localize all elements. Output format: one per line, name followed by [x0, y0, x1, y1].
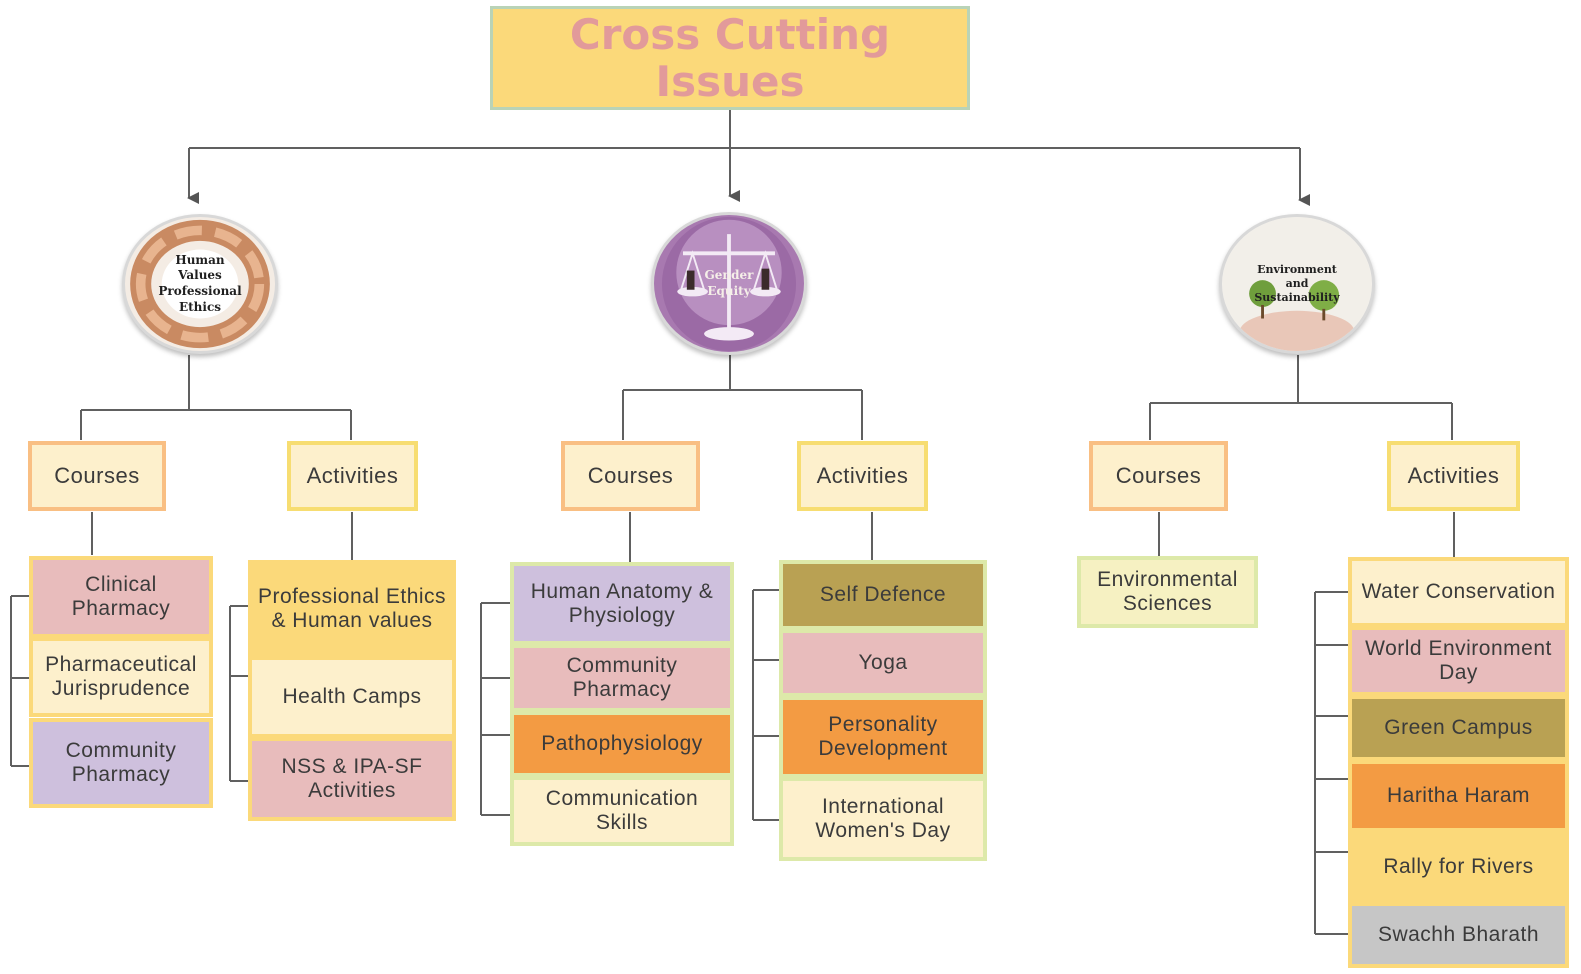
branch2-courses-header: Courses	[561, 441, 700, 511]
branch2-course-item: Pathophysiology	[510, 711, 734, 777]
scales-graphic	[661, 216, 797, 352]
hands-circle-icon: Human Values Professional Ethics	[122, 214, 278, 354]
branch2-activities-header: Activities	[797, 441, 928, 511]
branch2-activity-item: Personality Development	[779, 696, 987, 778]
branch1-courses-header: Courses	[28, 441, 166, 511]
branch3-courses-header: Courses	[1089, 441, 1228, 511]
branch2-course-item: Human Anatomy & Physiology	[510, 562, 734, 645]
branch1-activity-item: NSS & IPA-SF Activities	[248, 737, 456, 821]
branch1-course-item: Pharmaceutical Jurisprudence	[29, 637, 213, 717]
branch3-activity-item: Haritha Haram	[1348, 760, 1569, 832]
branch2-course-item: Communication Skills	[510, 776, 734, 846]
branch1-activities-header: Activities	[287, 441, 418, 511]
branch3-activity-item: Swachh Bharath	[1348, 902, 1569, 968]
branch1-course-item: Clinical Pharmacy	[29, 556, 213, 638]
branch2-activity-item: Self Defence	[779, 560, 987, 630]
plants-graphic	[1222, 217, 1372, 351]
circle-label-environment: Environment and Sustainability	[1254, 262, 1340, 305]
branch2-course-item: Community Pharmacy	[510, 644, 734, 712]
diagram-title: Cross Cutting Issues	[490, 6, 970, 110]
branch1-course-item: Community Pharmacy	[29, 718, 213, 808]
branch1-activity-item: Health Camps	[248, 656, 456, 738]
hands-ring-graphic	[130, 219, 270, 349]
branch2-activity-item: International Women's Day	[779, 777, 987, 861]
branch3-activity-item: Rally for Rivers	[1348, 831, 1569, 903]
plants-in-hands-icon: Environment and Sustainability	[1219, 214, 1375, 354]
branch3-course-item: Environmental Sciences	[1077, 556, 1258, 628]
branch2-activity-item: Yoga	[779, 629, 987, 697]
circle-label-human-values: Human Values Professional Ethics	[158, 252, 242, 314]
branch3-activities-header: Activities	[1387, 441, 1520, 511]
branch3-activity-item: Green Campus	[1348, 695, 1569, 761]
scales-of-justice-icon: Gender Equity	[651, 212, 807, 355]
branch1-activity-item: Professional Ethics & Human values	[248, 560, 456, 658]
circle-label-gender-equity: Gender Equity	[704, 267, 754, 298]
branch3-activity-item: Water Conservation	[1348, 557, 1569, 627]
branch3-activity-item: World Environment Day	[1348, 626, 1569, 696]
